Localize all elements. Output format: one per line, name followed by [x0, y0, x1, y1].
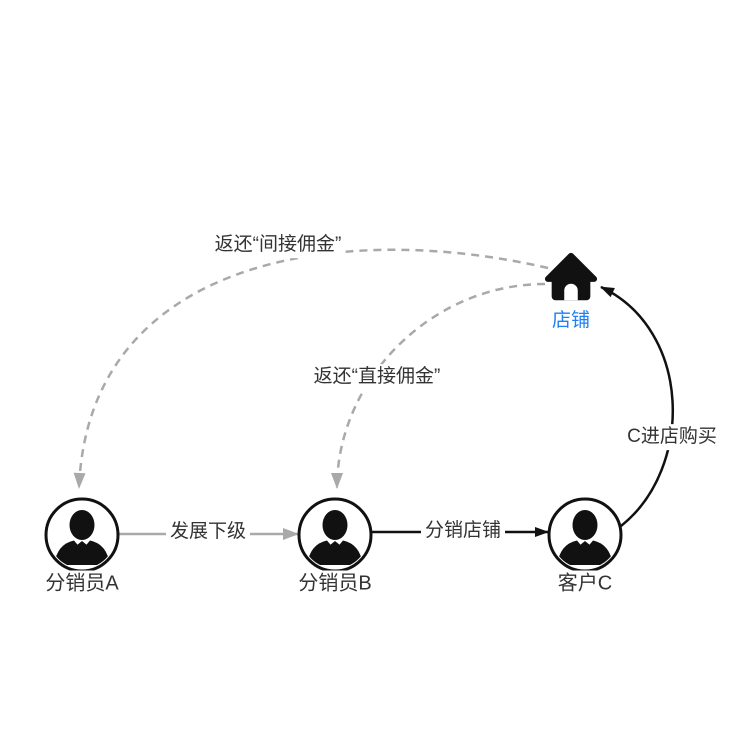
node-label-customer-c: 客户C: [553, 570, 617, 598]
person-icon-customer-c: [549, 499, 621, 571]
edge-shop-to-a-indirect-commission: [73, 248, 549, 489]
edge-shop-to-b-direct-commission: [331, 282, 546, 489]
house-icon: [548, 256, 594, 300]
edge-label-distribute-shop: 分销店铺: [420, 518, 506, 544]
edge-label-direct-commission: 返还“直接佣金”: [309, 364, 445, 390]
node-label-distributor-a: 分销员A: [41, 570, 123, 598]
edge-c-to-shop-buy: [600, 285, 675, 527]
edge-label-c-buys: C进店购买: [623, 424, 721, 450]
edge-label-develop-subordinate: 发展下级: [165, 519, 251, 545]
node-label-distributor-b: 分销员B: [294, 570, 376, 598]
person-icon-distributor-a: [46, 499, 118, 571]
shop-label: 店铺: [547, 308, 595, 334]
person-icon-distributor-b: [299, 499, 371, 571]
edge-label-indirect-commission: 返还“间接佣金”: [210, 232, 346, 258]
